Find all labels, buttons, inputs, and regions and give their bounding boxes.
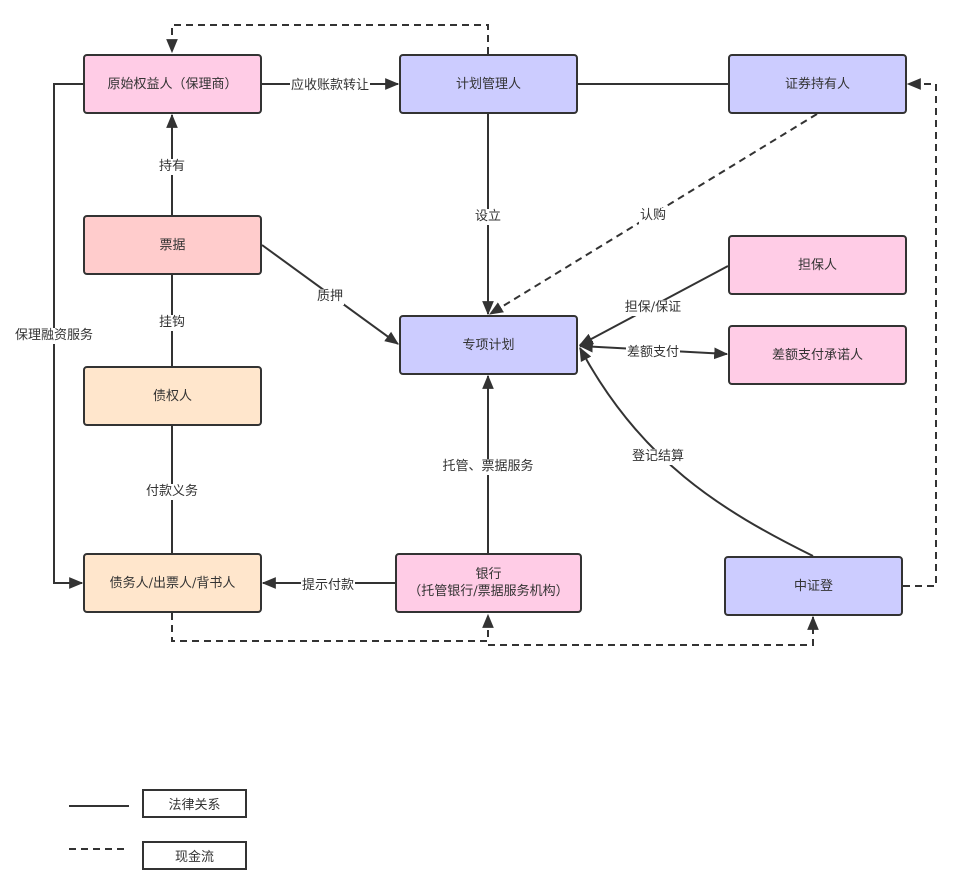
label-establish: 设立 [473, 209, 503, 225]
node-csdc[interactable]: 中证登 [724, 556, 903, 616]
label-subscribe: 认购 [638, 208, 668, 224]
label-guarantee: 担保/保证 [623, 300, 683, 316]
node-debtor[interactable]: 债务人/出票人/背书人 [83, 553, 262, 613]
node-plan-manager[interactable]: 计划管理人 [399, 54, 578, 114]
node-creditor[interactable]: 债权人 [83, 366, 262, 426]
cashflow-debtor-to-bank [171, 613, 494, 642]
node-bank[interactable]: 银行 （托管银行/票据服务机构） [395, 553, 582, 613]
cashflow-manager-to-originator [166, 24, 489, 54]
label-pledge: 质押 [315, 289, 345, 305]
label-hook: 挂钩 [157, 315, 187, 331]
node-originator[interactable]: 原始权益人（保理商） [83, 54, 262, 114]
edge-registration-settlement [579, 346, 814, 557]
cashflow-csdc-to-holder [903, 78, 937, 587]
cashflow-subscribe [489, 113, 818, 315]
node-bill[interactable]: 票据 [83, 215, 262, 275]
legend-cash-flow: 现金流 [142, 841, 247, 870]
legend-cash-label: 现金流 [174, 850, 214, 865]
label-hold: 持有 [157, 159, 187, 175]
node-securities-holder[interactable]: 证券持有人 [728, 54, 907, 114]
label-present-payment: 提示付款 [300, 578, 356, 594]
label-factoring-service: 保理融资服务 [13, 328, 95, 344]
legend-legal-relation: 法律关系 [142, 789, 247, 818]
node-special-plan[interactable]: 专项计划 [399, 315, 578, 375]
label-payment-obligation: 付款义务 [144, 484, 200, 500]
label-custody-bill-service: 托管、票据服务 [441, 459, 535, 475]
cashflow-bank-to-csdc [488, 615, 819, 646]
label-receivable-transfer: 应收账款转让 [289, 78, 371, 94]
node-guarantor[interactable]: 担保人 [728, 235, 907, 295]
label-registration-settlement: 登记结算 [630, 449, 686, 465]
node-shortfall-provider[interactable]: 差额支付承诺人 [728, 325, 907, 385]
label-shortfall-payment: 差额支付 [625, 345, 681, 361]
legend-legal-label: 法律关系 [168, 798, 221, 813]
